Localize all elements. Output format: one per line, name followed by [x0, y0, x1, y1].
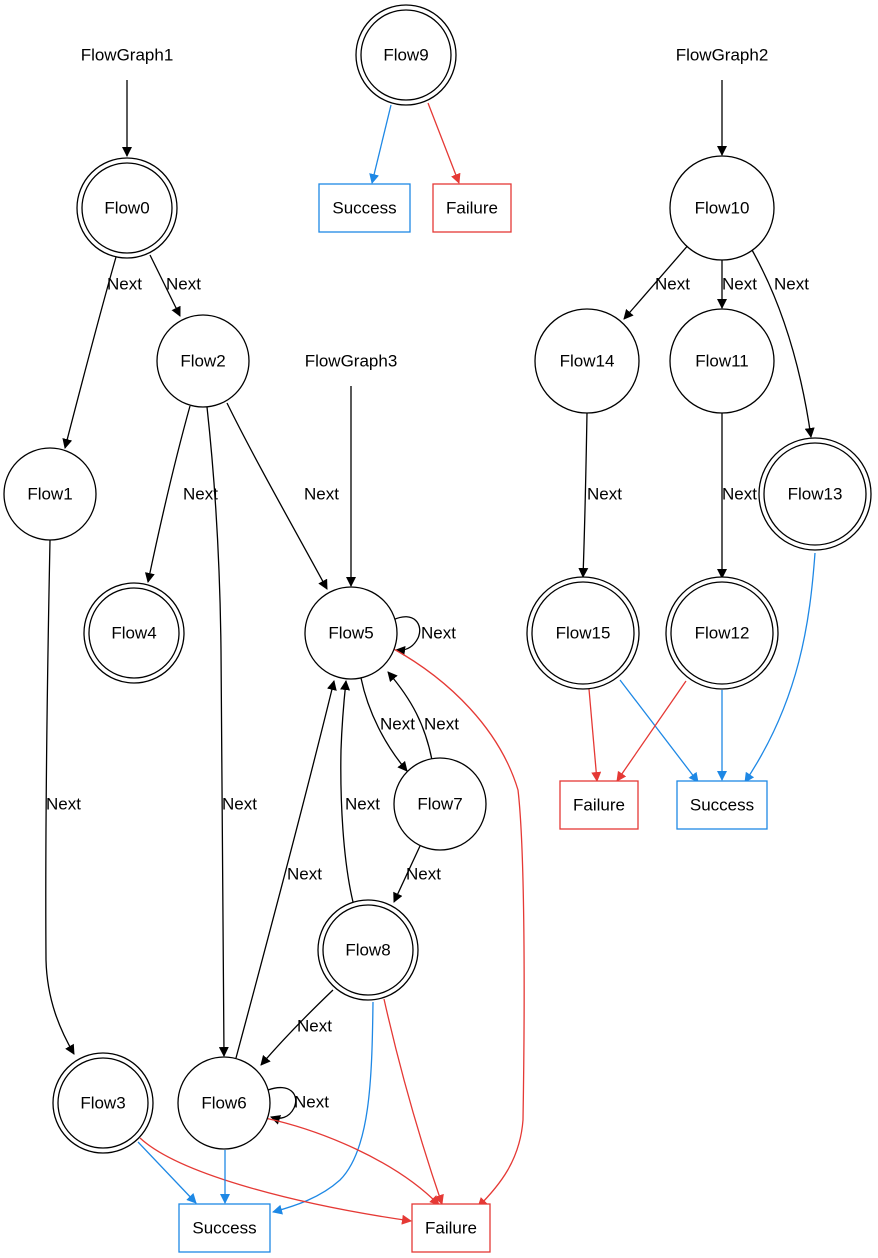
node-flow1[interactable]: Flow1 — [3, 447, 97, 541]
terminal-success-right-label: Success — [690, 796, 754, 815]
node-flow12-label: Flow12 — [695, 624, 750, 643]
terminal-success-bottom-label: Success — [192, 1219, 256, 1238]
label-flow10-flow11: Next — [722, 275, 757, 294]
edge-flow2-flow6 — [206, 406, 229, 1057]
label-flow6-flow5: Next — [287, 865, 322, 884]
node-flow6[interactable]: Flow6 — [177, 1056, 271, 1150]
edge-flow6-failure — [264, 1117, 440, 1206]
node-flow4[interactable]: Flow4 — [83, 582, 185, 684]
node-flow14-label: Flow14 — [560, 352, 615, 371]
node-flow15[interactable]: Flow15 — [526, 576, 640, 690]
node-flow1-label: Flow1 — [27, 485, 72, 504]
edge-flow3-success — [137, 1141, 197, 1204]
terminal-failure-right[interactable]: Failure — [559, 780, 639, 830]
label-flow8-flow5: Next — [345, 795, 380, 814]
label-flow2-flow5: Next — [304, 485, 339, 504]
node-flow6-label: Flow6 — [201, 1094, 246, 1113]
node-flow8-label: Flow8 — [345, 941, 390, 960]
terminal-failure-bottom[interactable]: Failure — [411, 1203, 491, 1253]
edge-flow15-success — [619, 679, 699, 783]
node-flow11-label: Flow11 — [695, 352, 749, 371]
node-flow2-label: Flow2 — [180, 352, 225, 371]
edge-flow13-success — [744, 552, 816, 783]
terminal-failure-top-label: Failure — [446, 199, 498, 218]
edge-flow14-flow15 — [578, 412, 589, 578]
node-flow8[interactable]: Flow8 — [317, 899, 419, 1001]
edge-flow3-failure — [139, 1137, 412, 1225]
edge-flow0-flow1 — [62, 256, 117, 449]
label-flow1-flow3: Next — [46, 795, 81, 814]
node-flow5-label: Flow5 — [328, 624, 373, 643]
node-flow13[interactable]: Flow13 — [758, 437, 872, 551]
node-flow10[interactable]: Flow10 — [669, 155, 775, 261]
edge-flow8-flow6 — [260, 989, 334, 1066]
edge-flow7-flow5 — [387, 671, 433, 761]
node-flow9-label: Flow9 — [383, 46, 428, 65]
edge-flow6-flow5 — [235, 680, 337, 1059]
node-flow12[interactable]: Flow12 — [665, 576, 779, 690]
label-flow6-self: Next — [294, 1093, 329, 1112]
label-flow5-flow7: Next — [380, 715, 415, 734]
edge-flow2-flow4 — [144, 405, 191, 583]
edge-flow5-self — [392, 616, 421, 656]
node-flow7-label: Flow7 — [417, 795, 462, 814]
graph-label-flowgraph1: FlowGraph1 — [81, 46, 174, 65]
label-flow5-self: Next — [421, 624, 456, 643]
label-flow0-flow1: Next — [107, 275, 142, 294]
node-flow13-label: Flow13 — [788, 485, 843, 504]
edge-flow15-failure — [588, 688, 602, 782]
terminal-failure-bottom-label: Failure — [425, 1219, 477, 1238]
graph-label-flowgraph2: FlowGraph2 — [676, 46, 769, 65]
edge-flow2-flow5 — [226, 402, 328, 590]
node-flow7[interactable]: Flow7 — [393, 757, 487, 851]
terminal-success-top-label: Success — [332, 199, 396, 218]
label-flow10-flow14: Next — [655, 275, 690, 294]
edge-flow12-failure — [616, 680, 687, 782]
node-flow4-label: Flow4 — [111, 624, 156, 643]
node-flow9[interactable]: Flow9 — [355, 4, 457, 106]
node-flow0[interactable]: Flow0 — [76, 157, 178, 259]
node-flow3[interactable]: Flow3 — [52, 1052, 154, 1154]
terminal-success-right[interactable]: Success — [676, 780, 768, 830]
edge-flow5-failure — [391, 647, 525, 1208]
terminal-failure-top[interactable]: Failure — [432, 183, 512, 233]
edge-flow10-flow13 — [751, 249, 815, 438]
edge-flow8-success — [272, 1001, 374, 1215]
terminal-success-top[interactable]: Success — [318, 183, 411, 233]
node-flow0-label: Flow0 — [104, 199, 149, 218]
label-flow2-flow6: Next — [222, 795, 257, 814]
terminal-success-bottom[interactable]: Success — [178, 1203, 271, 1253]
node-flow2[interactable]: Flow2 — [156, 314, 250, 408]
label-flow14-flow15: Next — [587, 485, 622, 504]
node-flow11[interactable]: Flow11 — [669, 308, 775, 414]
node-flow5[interactable]: Flow5 — [304, 586, 398, 680]
label-flow2-flow4: Next — [183, 485, 218, 504]
label-flow8-flow6: Next — [297, 1017, 332, 1036]
edge-flow9-success — [369, 104, 392, 184]
label-flow0-flow2: Next — [166, 275, 201, 294]
edge-flow1-flow3 — [45, 539, 75, 1055]
edge-flow8-flow5 — [340, 680, 354, 903]
edge-flow8-failure — [383, 998, 444, 1205]
label-flow10-flow13: Next — [774, 275, 809, 294]
node-flow10-label: Flow10 — [695, 199, 750, 218]
label-flow11-flow12: Next — [722, 485, 757, 504]
node-flow15-label: Flow15 — [556, 624, 611, 643]
edge-flow0-flow2 — [149, 254, 181, 317]
edge-flow9-failure — [427, 102, 461, 184]
label-flow7-flow8: Next — [406, 865, 441, 884]
edge-flow7-flow8 — [393, 845, 421, 903]
node-flow3-label: Flow3 — [80, 1094, 125, 1113]
edge-flow10-flow14 — [623, 242, 691, 320]
label-flow7-flow5: Next — [424, 715, 459, 734]
graph-label-flowgraph3: FlowGraph3 — [305, 352, 398, 371]
edge-flow6-self — [267, 1086, 297, 1125]
terminal-failure-right-label: Failure — [573, 796, 625, 815]
node-flow14[interactable]: Flow14 — [534, 308, 640, 414]
edge-flow5-flow7 — [360, 677, 408, 772]
